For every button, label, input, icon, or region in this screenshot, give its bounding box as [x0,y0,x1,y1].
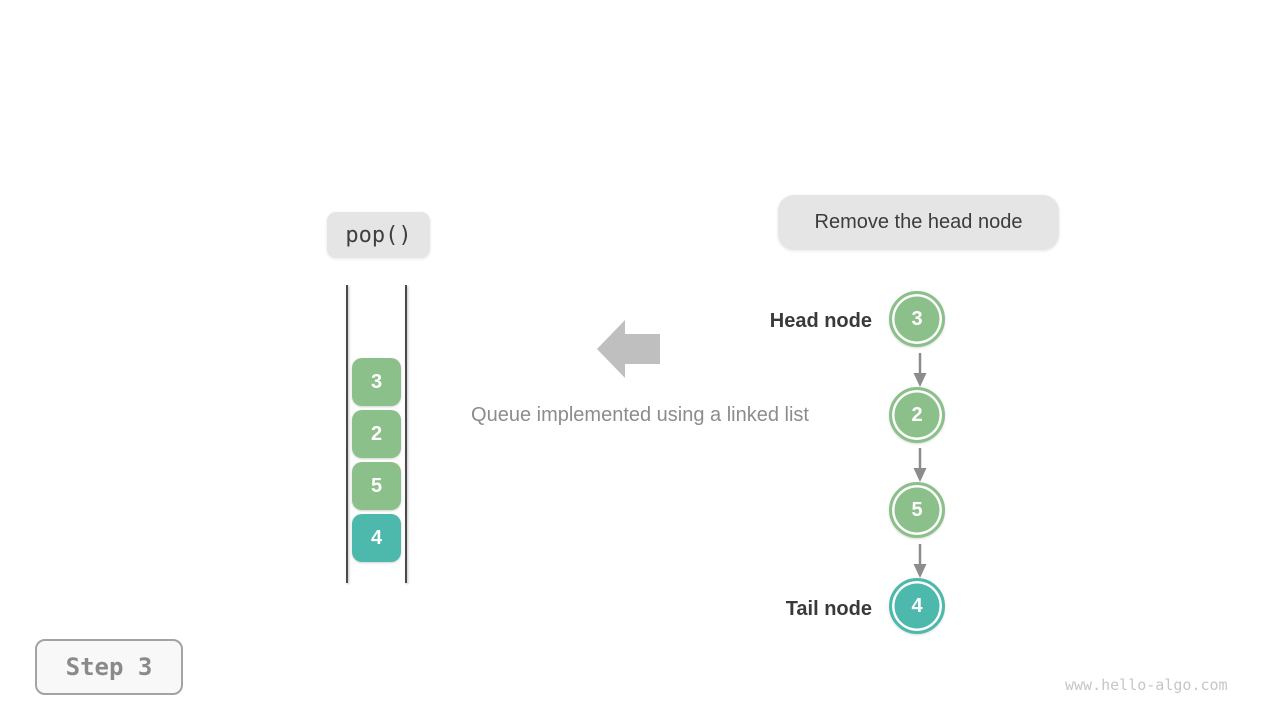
list-node: 3 [889,291,945,347]
step-badge: Step 3 [35,639,183,695]
list-node: 5 [889,482,945,538]
queue-item: 3 [352,358,401,406]
down-arrow-icon [913,353,927,387]
diagram-caption: Queue implemented using a linked list [471,404,809,426]
queue-item: 5 [352,462,401,510]
left-block-arrow-icon [597,320,660,378]
watermark: www.hello-algo.com [1065,676,1228,694]
tail-node-label: Tail node [785,598,872,620]
annotation-label: Remove the head node [778,195,1059,250]
queue-item: 2 [352,410,401,458]
queue-item: 4 [352,514,401,562]
down-arrow-icon [913,544,927,578]
list-node: 2 [889,387,945,443]
head-node-label: Head node [769,310,872,332]
queue-wall-right [405,285,407,583]
list-node: 4 [889,578,945,634]
queue-wall-left [346,285,348,583]
down-arrow-icon [913,448,927,482]
operation-label: pop() [327,212,430,258]
